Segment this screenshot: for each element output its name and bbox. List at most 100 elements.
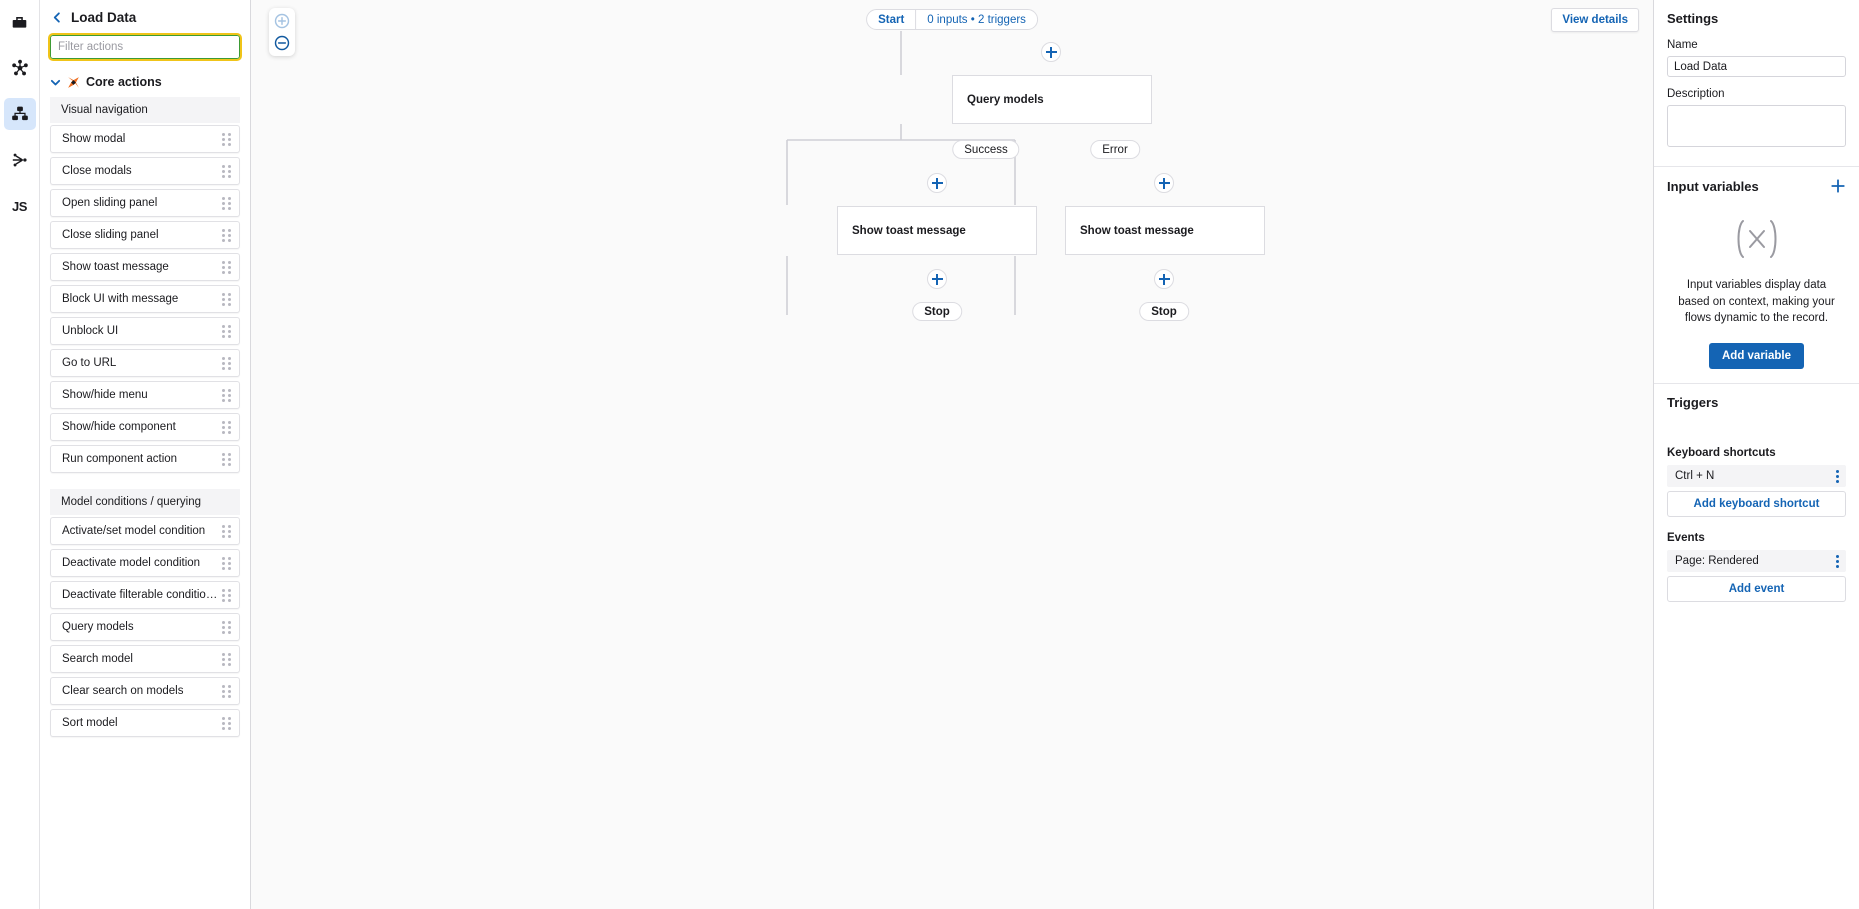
flow-branch-error[interactable]: Error: [1090, 140, 1140, 159]
flow-node-query-models[interactable]: Query models: [952, 75, 1152, 124]
puzzle-piece-icon: [67, 76, 80, 89]
flow-edges: [786, 31, 1016, 315]
action-label: Show/hide component: [62, 421, 176, 433]
drag-handle-icon[interactable]: [222, 132, 231, 146]
drag-handle-icon[interactable]: [222, 324, 231, 338]
drag-handle-icon[interactable]: [222, 588, 231, 602]
action-item[interactable]: Open sliding panel: [50, 189, 240, 217]
filter-actions-input[interactable]: [48, 33, 242, 61]
action-label: Unblock UI: [62, 325, 119, 337]
flow-name-input[interactable]: [1667, 56, 1846, 77]
drag-handle-icon[interactable]: [222, 652, 231, 666]
core-actions-group-header[interactable]: Core actions: [40, 67, 250, 97]
flow-graph: Query models Success Error Show toast me…: [251, 0, 1653, 909]
field-gap: [1667, 77, 1846, 88]
settings-panel: Settings Name Description Input variable…: [1654, 0, 1859, 909]
flow-node-label: Show toast message: [852, 224, 966, 237]
flow-node-label: Stop: [1151, 305, 1177, 318]
drag-handle-icon[interactable]: [222, 196, 231, 210]
drag-handle-icon[interactable]: [222, 388, 231, 402]
add-event-button[interactable]: Add event: [1667, 576, 1846, 603]
action-item[interactable]: Sort model: [50, 709, 240, 737]
event-row[interactable]: Page: Rendered: [1667, 550, 1846, 573]
more-options-icon[interactable]: [1834, 553, 1841, 570]
hierarchy-icon[interactable]: [3, 98, 36, 130]
action-item[interactable]: Activate/set model condition: [50, 517, 240, 545]
actions-list[interactable]: Visual navigation Show modal Close modal…: [40, 97, 250, 909]
flow-node-toast-success[interactable]: Show toast message: [837, 206, 1037, 255]
action-label: Block UI with message: [62, 293, 179, 305]
inputs-triggers-summary[interactable]: 0 inputs • 2 triggers: [927, 13, 1026, 26]
flow-node-toast-error[interactable]: Show toast message: [1065, 206, 1265, 255]
model-graph-icon[interactable]: [4, 52, 36, 84]
description-field-label: Description: [1667, 88, 1725, 100]
action-item[interactable]: Query models: [50, 613, 240, 641]
filter-wrapper: [40, 31, 250, 67]
action-item[interactable]: Deactivate model condition: [50, 549, 240, 577]
add-variable-button[interactable]: Add variable: [1708, 343, 1805, 370]
add-step-button[interactable]: [1154, 173, 1174, 193]
add-step-button[interactable]: [927, 173, 947, 193]
add-step-button[interactable]: [927, 269, 947, 289]
drag-handle-icon[interactable]: [222, 420, 231, 434]
back-chevron-icon[interactable]: [52, 12, 63, 23]
action-item[interactable]: Deactivate filterable conditions on ...: [50, 581, 240, 609]
start-pill[interactable]: Start: [878, 13, 905, 26]
action-item[interactable]: Close sliding panel: [50, 221, 240, 249]
drag-handle-icon[interactable]: [222, 292, 231, 306]
action-item[interactable]: Show/hide menu: [50, 381, 240, 409]
action-label: Show toast message: [62, 261, 169, 273]
action-item[interactable]: Block UI with message: [50, 285, 240, 313]
action-item[interactable]: Clear search on models: [50, 677, 240, 705]
plus-icon[interactable]: [1830, 178, 1846, 194]
action-item[interactable]: Search model: [50, 645, 240, 673]
flow-branch-success[interactable]: Success: [952, 140, 1020, 159]
action-label: Open sliding panel: [62, 197, 158, 209]
action-label: Activate/set model condition: [62, 525, 206, 537]
keyboard-shortcut-row[interactable]: Ctrl + N: [1667, 465, 1846, 488]
events-gap: [1667, 517, 1846, 532]
action-label: Deactivate model condition: [62, 557, 201, 569]
drag-handle-icon[interactable]: [222, 228, 231, 242]
input-variables-header: Input variables: [1667, 178, 1846, 194]
flow-node-stop-error[interactable]: Stop: [1139, 302, 1189, 321]
add-step-button[interactable]: [1154, 269, 1174, 289]
flow-node-stop-success[interactable]: Stop: [912, 302, 962, 321]
toolbox-icon[interactable]: [4, 6, 36, 38]
action-item[interactable]: Show/hide component: [50, 413, 240, 441]
action-item[interactable]: Show modal: [50, 125, 240, 153]
drag-handle-icon[interactable]: [222, 260, 231, 274]
drag-handle-icon[interactable]: [222, 716, 231, 730]
zoom-in-icon[interactable]: [273, 12, 291, 30]
input-variables-title: Input variables: [1667, 178, 1759, 194]
page-title: Load Data: [71, 10, 137, 25]
action-item[interactable]: Go to URL: [50, 349, 240, 377]
action-item[interactable]: Unblock UI: [50, 317, 240, 345]
more-options-icon[interactable]: [1834, 468, 1841, 485]
add-keyboard-shortcut-button[interactable]: Add keyboard shortcut: [1667, 491, 1846, 518]
action-label: Go to URL: [62, 357, 117, 369]
actions-panel: Load Data Core actions Visual navigation: [40, 0, 251, 909]
add-step-button[interactable]: [1041, 42, 1061, 62]
javascript-icon[interactable]: JS: [4, 190, 36, 222]
triggers-title: Triggers: [1667, 395, 1719, 411]
drag-handle-icon[interactable]: [222, 356, 231, 370]
drag-handle-icon[interactable]: [222, 684, 231, 698]
zoom-out-icon[interactable]: [273, 34, 291, 52]
action-item[interactable]: Close modals: [50, 157, 240, 185]
drag-handle-icon[interactable]: [222, 556, 231, 570]
drag-handle-icon[interactable]: [222, 164, 231, 178]
view-details-button[interactable]: View details: [1551, 8, 1639, 32]
flow-node-label: Query models: [967, 93, 1044, 106]
drag-handle-icon[interactable]: [222, 452, 231, 466]
input-variables-empty-text: Input variables display data based on co…: [1678, 279, 1835, 325]
branch-merge-icon[interactable]: [4, 144, 36, 176]
drag-handle-icon[interactable]: [222, 620, 231, 634]
flow-description-textarea[interactable]: [1667, 105, 1846, 147]
action-label: Close sliding panel: [62, 229, 159, 241]
action-label: Close modals: [62, 165, 132, 177]
action-item[interactable]: Run component action: [50, 445, 240, 473]
flow-canvas[interactable]: Start 0 inputs • 2 triggers View details: [251, 0, 1654, 909]
drag-handle-icon[interactable]: [222, 524, 231, 538]
action-item[interactable]: Show toast message: [50, 253, 240, 281]
